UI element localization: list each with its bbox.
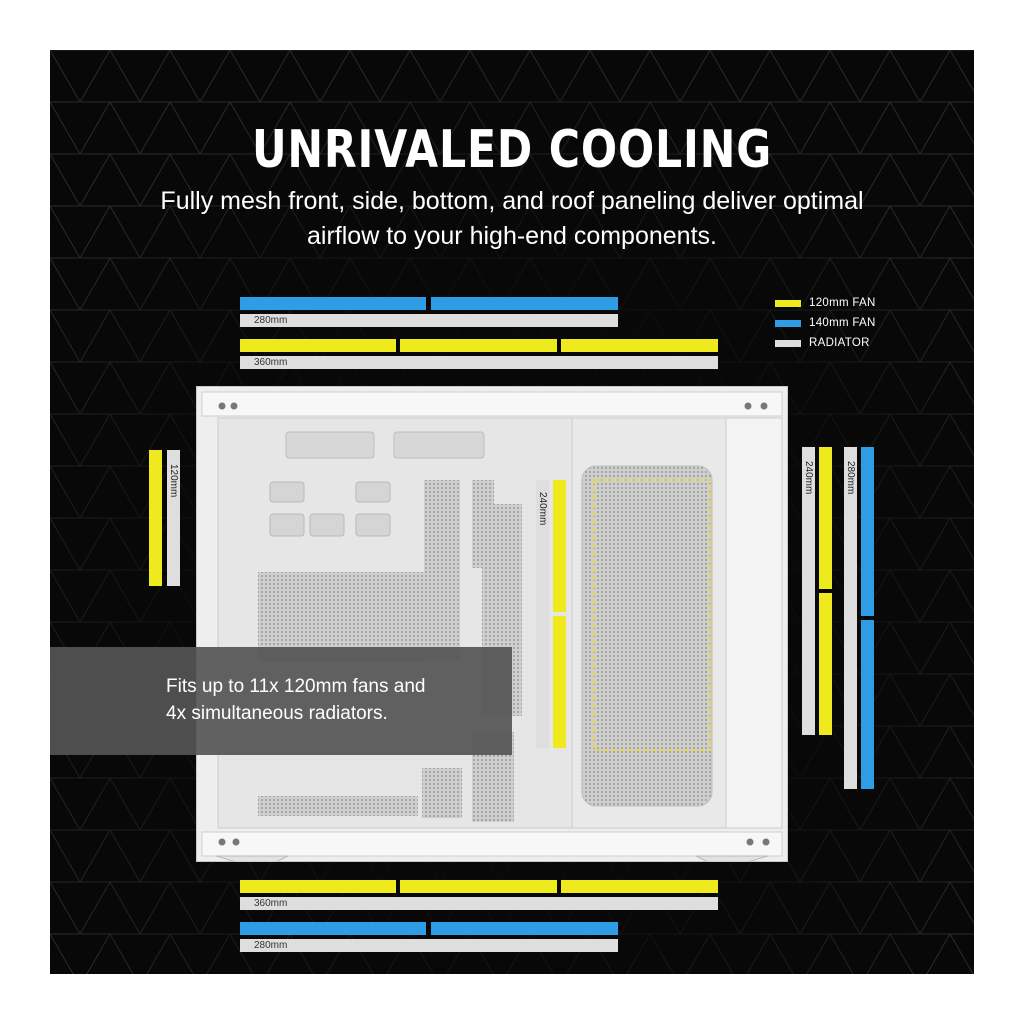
bottom-120mm-fan-1 <box>240 880 396 893</box>
bottom-120mm-fan-2 <box>400 880 557 893</box>
callout-line-1: Fits up to 11x 120mm fans and <box>166 676 426 697</box>
right-240mm-radiator: 240mm <box>802 447 815 735</box>
bottom-360mm-radiator: 360mm <box>240 897 718 910</box>
legend-item-120mm-fan: 120mm FAN <box>775 296 876 310</box>
legend-label: RADIATOR <box>809 337 870 349</box>
left-120mm-radiator: 120mm <box>167 450 180 586</box>
right-280mm-radiator: 280mm <box>844 447 857 789</box>
legend-swatch-blue <box>775 319 801 327</box>
bottom-140mm-fan-2 <box>431 922 618 935</box>
legend-swatch-yellow <box>775 299 801 307</box>
top-280mm-label: 280mm <box>254 315 288 326</box>
legend-item-140mm-fan: 140mm FAN <box>775 316 876 330</box>
middle-240mm-radiator: 240mm <box>536 480 549 748</box>
callout-banner: Fits up to 11x 120mm fans and 4x simulta… <box>50 647 512 755</box>
bottom-280mm-label: 280mm <box>254 940 288 951</box>
top-120mm-fan-2 <box>400 339 557 352</box>
right-140mm-fan-2 <box>861 620 874 789</box>
subtitle-line-1: Fully mesh front, side, bottom, and roof… <box>160 187 864 215</box>
callout-text: Fits up to 11x 120mm fans and 4x simulta… <box>166 673 425 727</box>
right-120mm-fan-1 <box>819 447 832 589</box>
middle-240mm-label: 240mm <box>537 492 548 526</box>
top-140mm-fan-2 <box>431 297 618 310</box>
top-120mm-fan-3 <box>561 339 718 352</box>
cooling-infographic-panel: UNRIVALED COOLING Fully mesh front, side… <box>50 50 974 974</box>
legend-swatch-gray <box>775 339 801 347</box>
page-subtitle: Fully mesh front, side, bottom, and roof… <box>110 184 914 254</box>
top-280mm-radiator: 280mm <box>240 314 618 327</box>
middle-120mm-fan-2 <box>553 616 566 748</box>
legend-label: 140mm FAN <box>809 317 876 329</box>
middle-120mm-fan-1 <box>553 480 566 612</box>
right-280mm-label: 280mm <box>845 461 856 495</box>
right-240mm-label: 240mm <box>803 461 814 495</box>
bottom-280mm-radiator: 280mm <box>240 939 618 952</box>
left-120mm-label: 120mm <box>168 464 179 498</box>
top-120mm-fan-1 <box>240 339 396 352</box>
left-120mm-fan <box>149 450 162 586</box>
right-140mm-fan-1 <box>861 447 874 616</box>
top-360mm-radiator: 360mm <box>240 356 718 369</box>
bottom-360mm-label: 360mm <box>254 898 288 909</box>
right-120mm-fan-2 <box>819 593 832 735</box>
legend-label: 120mm FAN <box>809 297 876 309</box>
bottom-120mm-fan-3 <box>561 880 718 893</box>
page-title: UNRIVALED COOLING <box>251 120 773 180</box>
subtitle-line-2: airflow to your high-end components. <box>307 222 717 250</box>
bottom-140mm-fan-1 <box>240 922 426 935</box>
callout-line-2: 4x simultaneous radiators. <box>166 703 388 724</box>
top-360mm-label: 360mm <box>254 357 288 368</box>
legend-item-radiator: RADIATOR <box>775 336 870 350</box>
top-140mm-fan-1 <box>240 297 426 310</box>
pc-case-illustration <box>196 386 788 862</box>
